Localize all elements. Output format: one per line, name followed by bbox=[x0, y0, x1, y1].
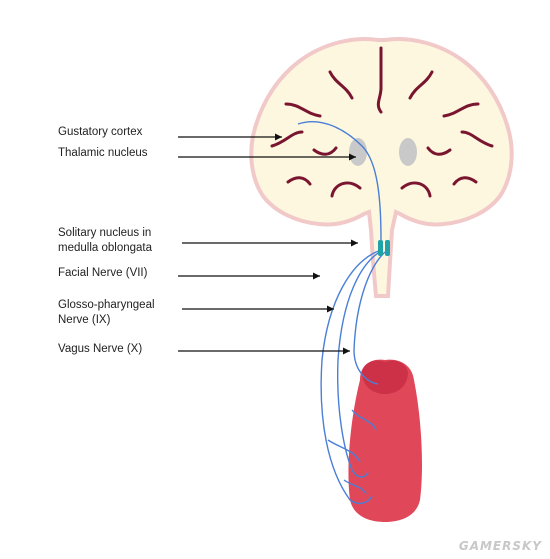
facial-nerve-path bbox=[320, 249, 382, 505]
thalamus-right bbox=[399, 138, 417, 166]
label-facial-nerve: Facial Nerve (VII) bbox=[58, 267, 148, 279]
tongue bbox=[348, 359, 422, 522]
nerve-branch-2 bbox=[327, 439, 361, 463]
nerve-branch-3 bbox=[343, 479, 367, 495]
label-thalamic-nucleus: Thalamic nucleus bbox=[58, 147, 148, 159]
watermark: GAMERSKY bbox=[458, 539, 542, 553]
brain bbox=[249, 37, 514, 298]
label-solitary-nucleus: Solitary nucleus in medulla oblongata bbox=[58, 227, 152, 254]
brain-sulci bbox=[270, 46, 494, 198]
leader-arrows bbox=[178, 133, 358, 355]
label-gustatory-cortex: Gustatory cortex bbox=[58, 126, 143, 138]
glosso-nerve-path bbox=[336, 249, 384, 478]
label-glossopharyngeal-nerve: Glosso-pharyngeal Nerve (IX) bbox=[58, 299, 155, 326]
tongue-tip bbox=[362, 360, 408, 394]
brain-outline bbox=[249, 37, 514, 298]
nerve-branch-1 bbox=[351, 409, 377, 431]
label-vagus-nerve: Vagus Nerve (X) bbox=[58, 343, 143, 355]
tongue-body bbox=[348, 359, 422, 522]
thalamocortical-nerve bbox=[297, 121, 382, 241]
solitary-nucleus bbox=[378, 240, 390, 256]
nerve-pathways bbox=[297, 121, 386, 505]
vagus-nerve-path bbox=[353, 251, 386, 385]
